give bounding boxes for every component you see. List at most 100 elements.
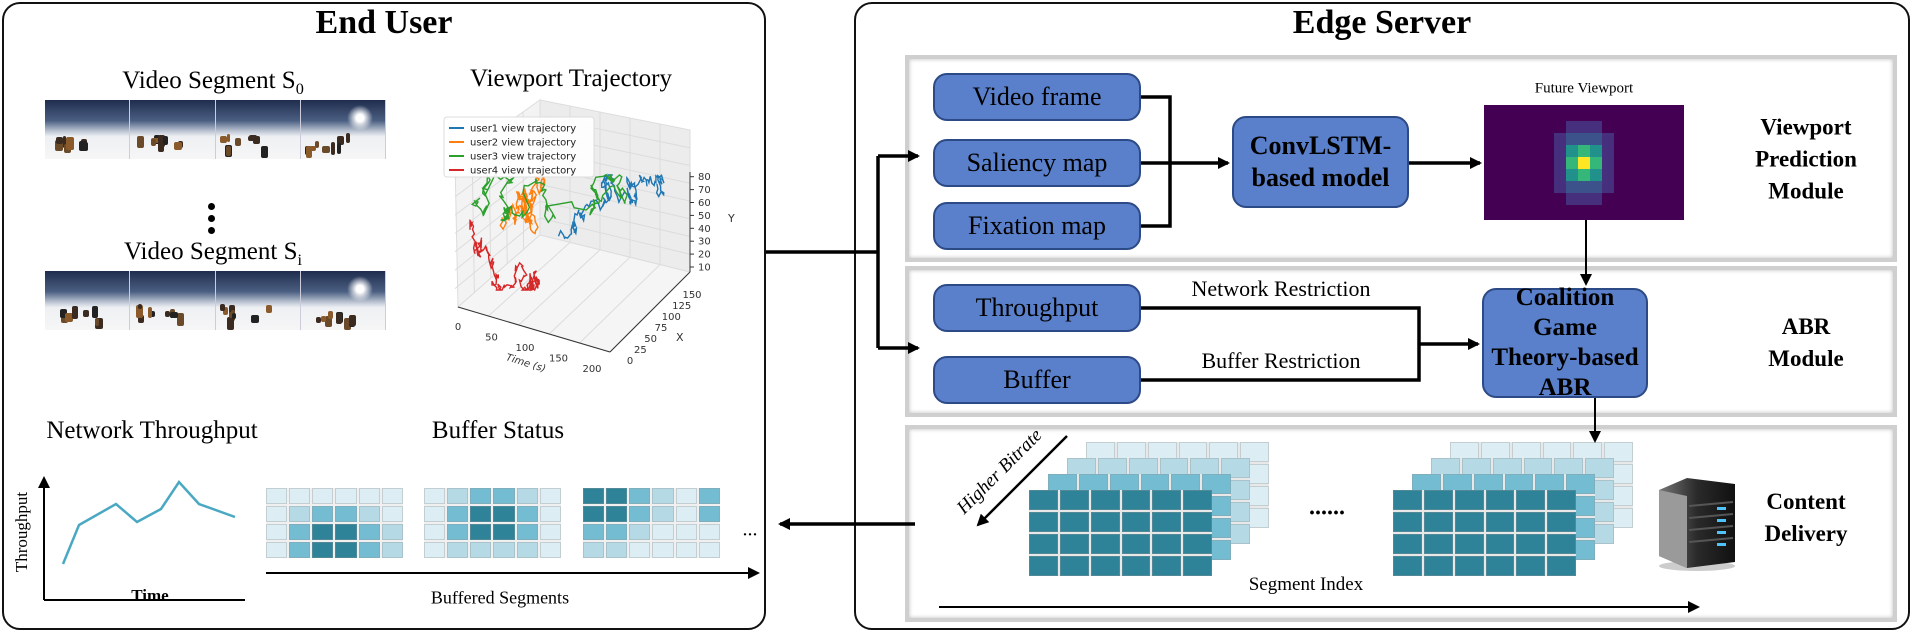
legend-entry: user3 view trajectory — [470, 152, 576, 163]
subscript: 0 — [295, 80, 304, 98]
time-tick-label: 50 — [485, 333, 498, 344]
heatmap-pixel — [1578, 169, 1590, 181]
buffer-segment-cell — [289, 524, 311, 540]
segment-tile — [1423, 512, 1453, 532]
buffer-segment-cell — [583, 542, 605, 558]
segments-ellipsis: ...... — [1309, 494, 1345, 521]
segment-tile — [1423, 490, 1453, 510]
bitrate-layer — [1029, 490, 1212, 576]
time-tick-label: 100 — [515, 343, 534, 354]
buffer-segment-cell — [381, 488, 403, 504]
label-text: Video Segment S — [123, 238, 298, 265]
legend-entry: user2 view trajectory — [470, 138, 576, 149]
segment-tile — [1090, 512, 1120, 532]
segment-tile — [1090, 556, 1120, 576]
heatmap-pixel — [1554, 157, 1566, 169]
model-line: ConvLSTM- — [1249, 130, 1392, 160]
buffer-segment-cell — [493, 488, 515, 504]
heatmap-pixel — [1590, 157, 1602, 169]
name-line: Module — [1768, 179, 1844, 205]
heatmap-pixel — [1590, 193, 1602, 205]
buffer-segment-cell — [289, 506, 311, 522]
video-segment-i-label: Video Segment Si — [124, 238, 302, 270]
buffer-segment-cell — [381, 524, 403, 540]
heatmap-pixel — [1602, 133, 1614, 145]
video-frame-thumbnail — [130, 100, 216, 159]
throughput-chart — [38, 476, 245, 601]
buffer-segment-cell — [675, 506, 697, 522]
x-tick-label: 150 — [682, 290, 701, 301]
throughput-y-label: Throughput — [12, 491, 31, 573]
buffer-segment-cell — [470, 488, 492, 504]
abr-module-name: ABR Module — [1768, 311, 1843, 375]
heatmap-pixel — [1554, 145, 1566, 157]
heatmap-pixel — [1602, 145, 1614, 157]
buffer-segment-cell — [266, 488, 288, 504]
network-throughput-title: Network Throughput — [46, 417, 258, 444]
segment-tile — [1029, 490, 1058, 510]
segment-tile — [1547, 512, 1576, 532]
heatmap-pixel — [1566, 121, 1578, 133]
buffer-segment-cell — [675, 524, 697, 540]
viewport-trajectory-title: Viewport Trajectory — [470, 65, 672, 92]
segment-tile — [1059, 556, 1089, 576]
buffer-segment-cell — [358, 506, 380, 522]
buffer-segment-cell — [358, 542, 380, 558]
buffer-segment-cell — [470, 506, 492, 522]
buffer-segment-cell — [266, 506, 288, 522]
buffer-segment-cell — [312, 542, 334, 558]
heatmap-pixel — [1578, 133, 1590, 145]
segment-tile — [1485, 490, 1515, 510]
buffer-segment-cell — [381, 506, 403, 522]
y-tick-label: 30 — [698, 237, 711, 248]
heatmap-pixel — [1566, 169, 1578, 181]
time-tick-label: 150 — [549, 354, 568, 365]
segment-tile — [1454, 512, 1484, 532]
buffer-segment-cell — [652, 488, 674, 504]
segment-tile — [1423, 534, 1453, 554]
segment-tile — [1121, 490, 1151, 510]
buffer-segment-cell — [516, 506, 538, 522]
heatmap-pixel — [1578, 121, 1590, 133]
segment-tile — [1059, 512, 1089, 532]
buffer-segment-cell — [335, 506, 357, 522]
buffer-segment-cell — [447, 506, 469, 522]
segment-tile — [1029, 534, 1058, 554]
heatmap-pixel — [1590, 145, 1602, 157]
segment-tile — [1454, 534, 1484, 554]
segment-tile — [1090, 534, 1120, 554]
network-restriction-label: Network Restriction — [1191, 276, 1371, 301]
buffer-segment-cell — [424, 488, 446, 504]
segment-tile — [1585, 458, 1614, 478]
segment-tile — [1485, 556, 1515, 576]
label-text: Video Segment S — [122, 67, 296, 94]
segment-tile — [1202, 474, 1231, 494]
video-segment-i-frames — [45, 271, 386, 330]
buffer-segment-cell — [539, 488, 561, 504]
heatmap-pixel — [1566, 181, 1578, 193]
x-tick-label: 125 — [672, 301, 691, 312]
name-line: ABR — [1781, 313, 1831, 339]
heatmap-pixel — [1590, 169, 1602, 181]
video-frame-thumbnail — [215, 271, 301, 330]
buffer-segment-cell — [698, 524, 720, 540]
legend-entry: user1 view trajectory — [470, 124, 576, 135]
buffer-segment-cell — [493, 506, 515, 522]
segment-tile — [1029, 556, 1058, 576]
segment-tile — [1566, 474, 1595, 494]
name-line: Prediction — [1755, 146, 1857, 172]
segment-tile — [1454, 490, 1484, 510]
segment-tile — [1393, 512, 1422, 532]
video-frame-thumbnail — [45, 100, 131, 159]
name-line: Module — [1768, 346, 1844, 371]
heatmap-pixel — [1566, 133, 1578, 145]
buffer-segment-cell — [335, 524, 357, 540]
buffer-segment-cell — [335, 488, 357, 504]
segment-tile — [1059, 490, 1089, 510]
segment-tile — [1393, 490, 1422, 510]
heatmap-pixel — [1554, 169, 1566, 181]
convlstm-model-box: ConvLSTM-based model — [1232, 116, 1409, 208]
buffer-segment-cell — [289, 542, 311, 558]
segment-tile — [1121, 512, 1151, 532]
